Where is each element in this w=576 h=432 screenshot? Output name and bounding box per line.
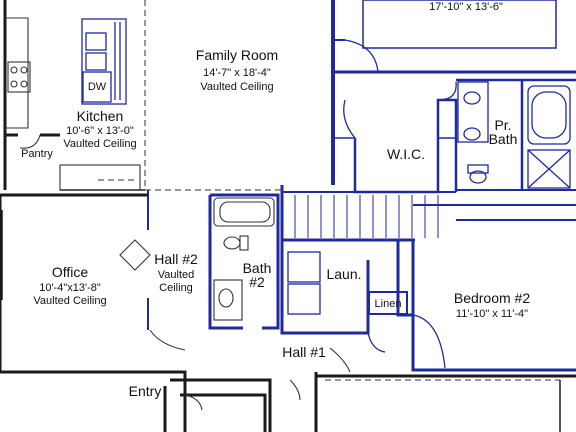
bath2-label-1: Bath (243, 260, 272, 276)
kitchen-ceiling: Vaulted Ceiling (63, 138, 136, 150)
entry-wall (150, 370, 187, 432)
top-room-dims: 17'-10" x 13'-6" (429, 1, 503, 13)
laundry-wall (280, 240, 415, 335)
entry-label: Entry (129, 383, 162, 399)
washer (287, 251, 321, 283)
kitchen-counter (5, 17, 29, 129)
shower (527, 149, 571, 189)
office-dims: 10'-4"x13'-8" (39, 282, 101, 294)
kitchen-label: Kitchen (77, 108, 124, 124)
entry-door (149, 329, 186, 351)
wic-door (343, 99, 356, 139)
bath2-wall (208, 193, 280, 330)
family-room-ceiling: Vaulted Ceiling (200, 81, 273, 93)
linen-label: Linen (375, 298, 402, 310)
kitchen-island (81, 18, 127, 105)
stair-treads (294, 195, 439, 238)
primary-tub (527, 85, 571, 145)
office-wall (0, 193, 150, 374)
hall2-ceiling-1: Vaulted (158, 269, 195, 281)
family-room-door (344, 39, 379, 73)
labels: 17'-10" x 13'-6" Family Room 14'-7" x 18… (21, 1, 530, 399)
bedroom2-dims: 11'-10" x 11'-4" (456, 308, 528, 320)
wic-wall (353, 98, 458, 194)
pantry-label: Pantry (21, 148, 53, 160)
bedroom2-label: Bedroom #2 (454, 290, 530, 306)
bedroom2-door (412, 314, 446, 369)
lower-rooms-wall (170, 378, 272, 432)
office-ceiling: Vaulted Ceiling (33, 295, 106, 307)
fixtures (5, 17, 571, 411)
kitchen-dims: 10'-6" x 13'-0" (66, 125, 134, 137)
hall2-label: Hall #2 (154, 251, 198, 267)
blue-walls (147, 0, 576, 372)
office-hall-door (119, 239, 151, 271)
wic-label: W.I.C. (387, 146, 425, 162)
bath2-label-2: #2 (249, 274, 265, 290)
hall1-door (329, 347, 351, 373)
laundry-label: Laun. (326, 266, 361, 282)
dishwasher-label: DW (88, 81, 107, 93)
primary-bath-label-1: Pr. (494, 117, 511, 133)
primary-bath-label-2: Bath (489, 131, 518, 147)
dryer (287, 283, 321, 315)
hall2-ceiling-2: Ceiling (159, 282, 193, 294)
family-room-label: Family Room (196, 47, 278, 63)
lower-left-door (184, 394, 203, 411)
hall1-label: Hall #1 (282, 344, 326, 360)
dishwasher-box (82, 71, 112, 103)
primary-bath-wall (456, 78, 576, 190)
bath-door (437, 81, 457, 101)
lower-door (289, 379, 301, 401)
bath2-tub (213, 197, 275, 227)
laundry-door (367, 332, 386, 353)
family-room-dims: 14'-7" x 18'-4" (203, 67, 271, 79)
kitchen-wall (3, 0, 60, 190)
bedroom2-wall (411, 240, 576, 372)
office-label: Office (52, 264, 89, 280)
dashed-lines (98, 0, 364, 191)
linen-closet (368, 291, 408, 315)
pantry-door (19, 134, 41, 149)
range-icon (7, 61, 31, 93)
